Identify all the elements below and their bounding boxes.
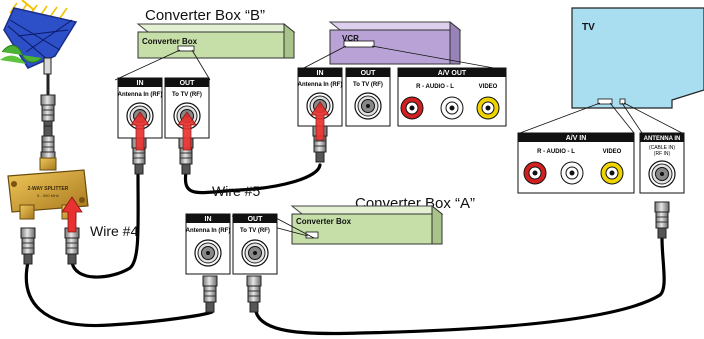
wire5-label: Wire #5 [212,183,260,199]
converter-a-out-plug [246,275,262,313]
splitter-label: 2-WAY SPLITTER [28,186,69,192]
tv-antenna-sub2: (RF IN) [654,151,671,157]
converter-a-in-plug [202,275,218,313]
rf-connector-icon [354,92,382,120]
converter-box-a: Converter Box [290,204,444,245]
vcr-panel: IN Antenna In (RF) OUT To TV (RF) A/V OU… [297,67,507,127]
converter-b-title: Converter Box “B” [145,7,265,24]
splitter-out2-plug [64,227,80,265]
rf-connector-icon [241,239,269,267]
tv-antenna-header: ANTENNA IN [644,136,681,142]
vcr-audio-l-jack [440,96,464,120]
arrow-up-icon [177,111,197,151]
vcr-antenna-in: Antenna In (RF) [298,82,343,88]
tv: TV [571,7,704,109]
vcr-in-header: IN [317,70,324,77]
tv-audio-label: R - AUDIO - L [537,149,575,155]
arrow-up-icon [310,101,330,141]
vcr-name: VCR [342,34,359,43]
tv-antenna-panel: ANTENNA IN (CABLE IN) (RF IN) [639,132,685,194]
splitter-sub: 5 - 900 MHz [37,193,59,198]
tv-antenna-sub1: (CABLE IN) [649,145,675,151]
converter-box-b: Converter Box [136,22,296,59]
wire4-label: Wire #4 [90,223,138,239]
converter-a-to-tv: To TV (RF) [240,228,270,234]
vcr-audio-r-jack [400,96,424,120]
cable-wire5 [183,163,322,195]
tv-antenna-plug [654,201,670,239]
tv-av-in-panel: A/V IN R - AUDIO - L VIDEO [517,132,635,194]
rf-connector-icon [194,239,222,267]
antenna-icon [0,0,78,95]
converter-a-name: Converter Box [296,217,352,226]
tv-video-label: VIDEO [603,149,622,155]
vcr-video-jack [476,96,500,120]
tv-av-in-header: A/V IN [566,135,587,142]
converter-b-in-header: IN [137,80,144,87]
arrow-up-icon [130,111,150,151]
vcr-video-label: VIDEO [479,84,498,90]
splitter-out1-plug [20,227,36,265]
cable-wire4 [70,173,140,279]
tv-video-jack [600,161,624,185]
converter-a-antenna-in: Antenna In (RF) [186,228,231,234]
tv-audio-r-jack [523,161,547,185]
arrow-up-icon [61,196,83,233]
converter-a-out-header: OUT [248,216,264,223]
converter-a-in-header: IN [205,216,212,223]
cable-splitter-converter-a [24,260,214,328]
cables [24,130,666,336]
converter-b-out-header: OUT [180,80,196,87]
converter-b-antenna-in: Antenna In (RF) [118,92,163,98]
vcr-out-header: OUT [361,70,377,77]
vcr-av-out-header: A/V OUT [438,70,467,77]
rf-connector-icon [648,160,676,188]
vcr-to-tv: To TV (RF) [353,82,383,88]
tv-name: TV [582,22,595,33]
converter-b-name: Converter Box [142,37,198,46]
vcr: VCR [328,20,462,65]
converter-b-to-tv: To TV (RF) [172,92,202,98]
vcr-audio-label: R - AUDIO - L [416,84,454,90]
cable-converter-a-tv [254,236,666,336]
converter-a-panel: IN Antenna In (RF) OUT To TV (RF) [185,213,278,275]
converter-b-panel: IN Antenna In (RF) OUT To TV (RF) [117,77,210,139]
tv-audio-l-jack [560,161,584,185]
